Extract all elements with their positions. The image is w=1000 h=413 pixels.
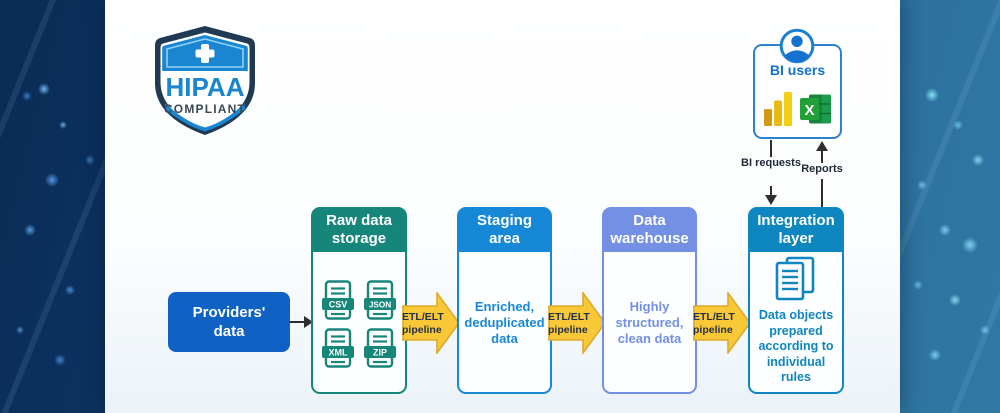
file-icon-json: JSON xyxy=(364,280,396,320)
arrow-up-icon xyxy=(816,141,828,151)
badge-title: HIPAA xyxy=(166,72,245,102)
hipaa-badge: HIPAA COMPLIANT xyxy=(155,26,255,135)
bi-requests-line xyxy=(770,140,772,157)
svg-text:X: X xyxy=(804,102,814,119)
bi-requests-label: BI requests xyxy=(741,157,801,169)
documents-icon xyxy=(775,256,815,301)
arrow-down-icon xyxy=(765,195,777,205)
user-icon xyxy=(779,28,815,64)
integration-layer-box: Integration layer xyxy=(748,207,844,394)
bi-users-label: BI users xyxy=(769,62,826,78)
etl-pipeline-label: ETL/ELT pipeline xyxy=(548,311,590,336)
reports-line xyxy=(821,179,823,207)
etl-arrow-icon xyxy=(402,292,460,354)
integration-layer-body: Data objects prepared according to indiv… xyxy=(758,308,834,384)
file-icon-zip: ZIP xyxy=(364,328,396,368)
svg-text:JSON: JSON xyxy=(369,301,391,310)
cross-icon xyxy=(195,44,215,63)
reports-label: Reports xyxy=(801,163,843,175)
staging-area-header: Staging area xyxy=(458,208,551,252)
bi-requests-line xyxy=(770,186,772,196)
integration-layer-header: Integration layer xyxy=(749,208,843,252)
powerbi-icon xyxy=(764,92,792,126)
etl-arrow-icon xyxy=(548,292,606,354)
providers-data-label: Providers' data xyxy=(192,304,266,340)
flow-arrow-icon xyxy=(289,316,313,328)
file-icon-csv: CSV xyxy=(322,280,354,320)
etl-pipeline-label: ETL/ELT pipeline xyxy=(693,311,735,336)
data-warehouse-box: Data warehouse xyxy=(602,207,697,394)
staging-area-body: Enriched, deduplicated data xyxy=(464,299,545,346)
svg-text:XML: XML xyxy=(329,348,349,358)
raw-data-storage-header: Raw data storage xyxy=(312,208,406,252)
file-format-icons: CSV JSON XML ZIP xyxy=(321,280,397,368)
reports-line xyxy=(821,150,823,163)
file-icon-xml: XML xyxy=(322,328,354,368)
staging-area-box: Staging area xyxy=(457,207,552,394)
data-warehouse-header: Data warehouse xyxy=(603,208,696,252)
svg-text:ZIP: ZIP xyxy=(373,348,387,358)
data-warehouse-body: Highly structured, clean data xyxy=(615,299,684,346)
svg-text:CSV: CSV xyxy=(329,300,348,310)
providers-data-box: Providers' data xyxy=(168,292,290,352)
etl-arrow-icon xyxy=(693,292,751,354)
etl-pipeline-label: ETL/ELT pipeline xyxy=(402,311,444,336)
excel-icon: X xyxy=(800,94,831,124)
badge-subtitle: COMPLIANT xyxy=(164,102,246,116)
